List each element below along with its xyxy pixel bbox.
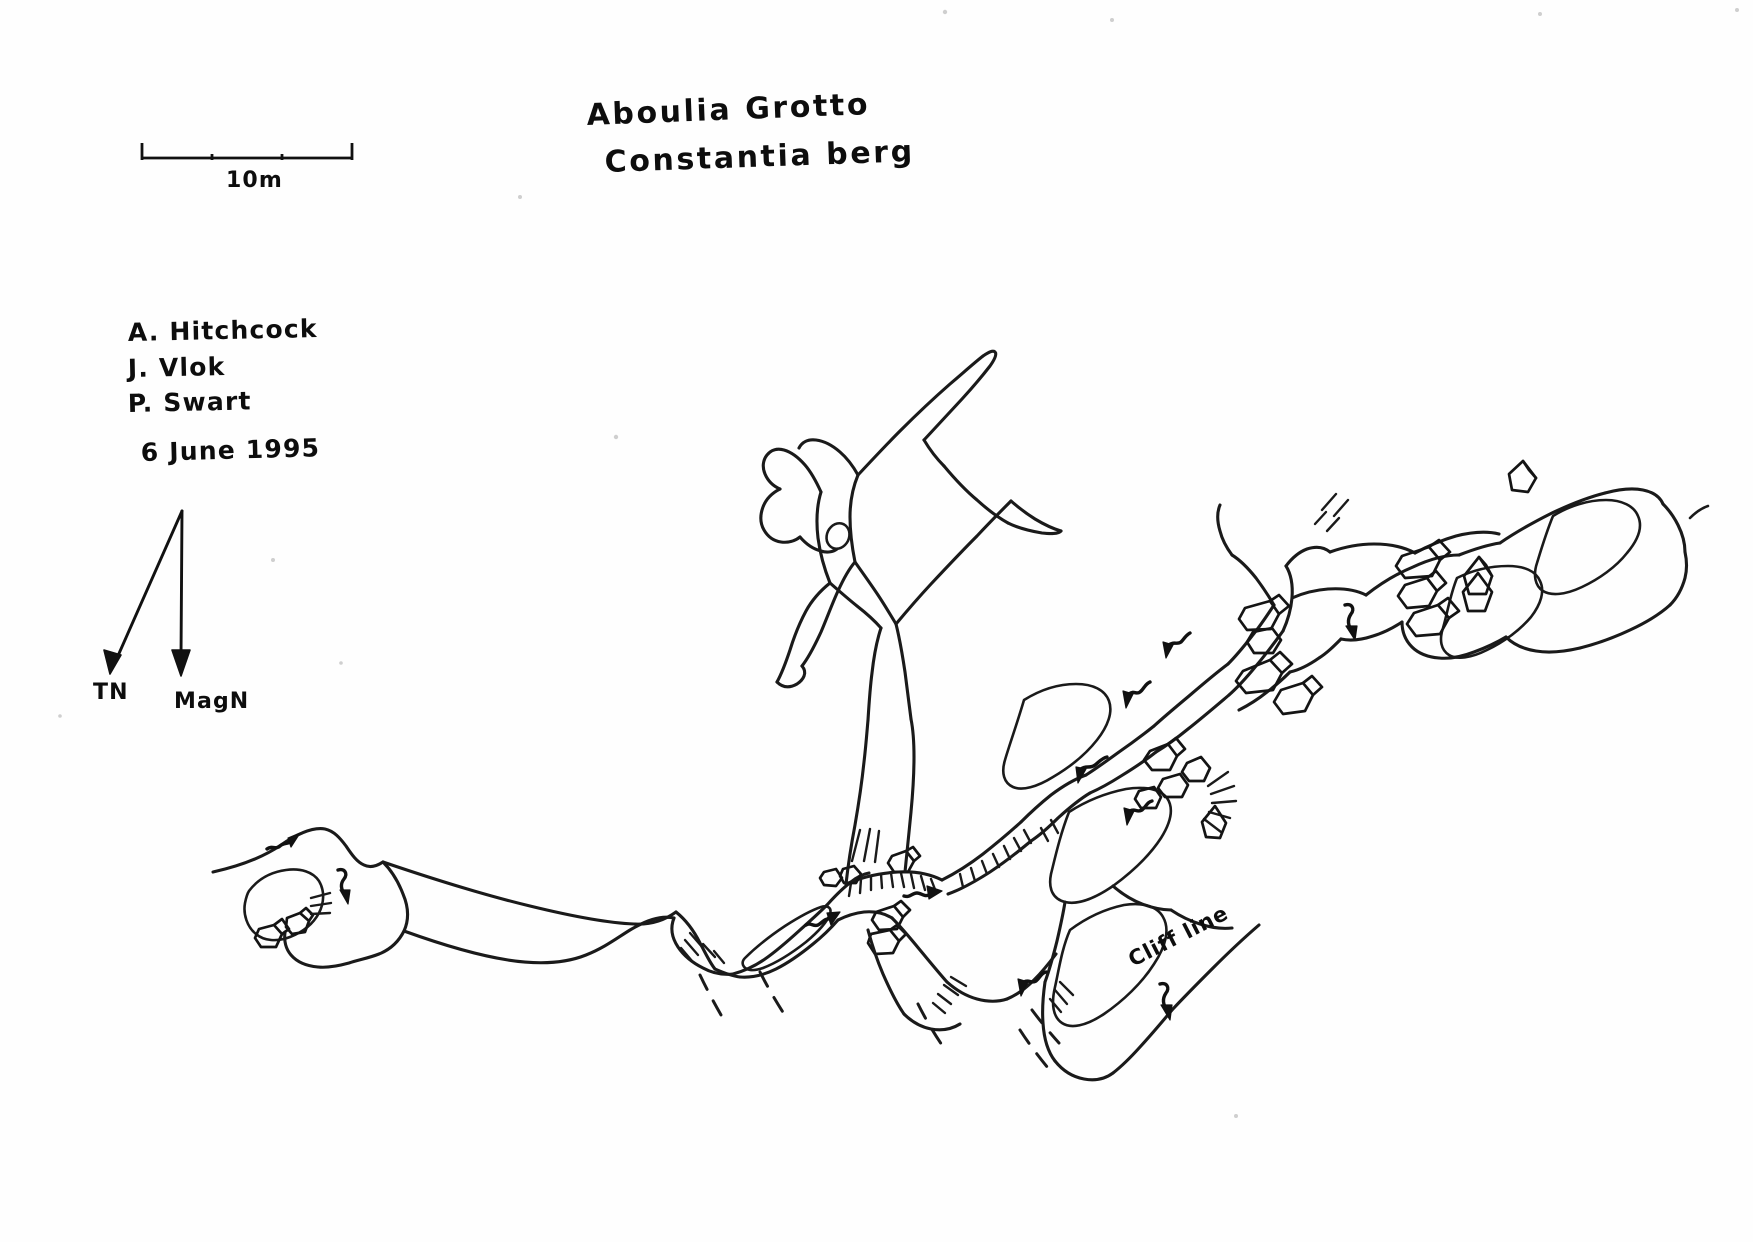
west-connecting-passage [381, 860, 678, 965]
surveyor-name-1: A. Hitchcock [128, 314, 319, 347]
hachure-southeast [1048, 980, 1075, 1014]
junction-to-east-passage [940, 820, 1033, 896]
scale-bar-label: 10m [226, 168, 283, 193]
flow-arrow-lower-center [1017, 970, 1048, 997]
flow-arrow-junction-east [902, 885, 943, 900]
map-title-line2: Constantia berg [604, 134, 915, 180]
west-chamber [211, 827, 410, 969]
flow-arrow-east-2 [1122, 680, 1152, 709]
far-east-passages [1152, 487, 1710, 754]
south-narrow-passage [701, 903, 840, 979]
hachure-ledge-main [847, 871, 938, 898]
southeast-cliff-passage [1018, 884, 1261, 1082]
paper-specks [58, 8, 1739, 1118]
scale-bar [140, 143, 354, 160]
boulder-field-east [1133, 459, 1538, 840]
north-arrow-group [103, 509, 191, 677]
flow-arrow-east-4 [1123, 799, 1154, 826]
flow-arrow-north-down [1343, 602, 1358, 641]
magnetic-north-arrow [171, 509, 191, 677]
hachure-north-branch [850, 827, 881, 864]
cliff-line-label: Cliff line [1124, 901, 1232, 972]
true-north-label: TN [93, 680, 129, 705]
true-north-arrow [103, 509, 184, 675]
unsurveyed-dashes-north [1313, 492, 1350, 533]
flow-arrow-west [265, 832, 301, 851]
flow-arrow-east-3 [1162, 631, 1192, 659]
south-stub-passages [670, 910, 788, 1024]
north-dendritic-branches [759, 349, 1063, 689]
east-chamber-complex [1001, 631, 1192, 905]
boulder-cluster-west [253, 906, 315, 949]
survey-date: 6 June 1995 [140, 433, 320, 467]
hachure-ne-passage [958, 828, 1033, 889]
flow-arrow-west-down [336, 867, 351, 905]
flow-arrow-southeast-down [1158, 981, 1173, 1021]
north-branch-passage [844, 622, 916, 886]
map-title-line1: Aboulia Grotto [586, 87, 871, 133]
flow-arrow-junction-ne [804, 911, 841, 928]
surveyor-name-3: P. Swart [128, 386, 252, 418]
flow-arrow-east-1 [1075, 755, 1109, 784]
surveyor-name-2: J. Vlok [126, 352, 226, 383]
lower-center-passages [866, 916, 1058, 1050]
spray-lines-east [1202, 770, 1238, 834]
magnetic-north-label: MagN [174, 689, 249, 714]
hachure-lower-center [931, 975, 968, 1015]
hachure-mid-east [1039, 818, 1060, 843]
